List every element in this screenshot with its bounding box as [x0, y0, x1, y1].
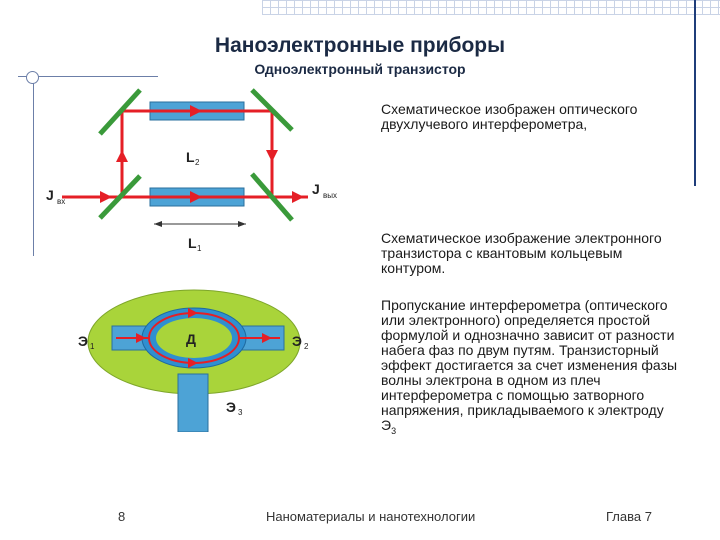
mirror-top-right — [250, 88, 294, 132]
label-d: Д — [186, 331, 196, 347]
label-l1-sub: 1 — [197, 244, 202, 253]
text-explanation: Пропускание интерферометра (оптического … — [381, 298, 681, 439]
inner-disk — [156, 318, 232, 358]
left-accent-hline — [18, 76, 158, 77]
interferometer-diagram: J вх J вых L 2 L 1 — [46, 88, 337, 253]
label-e1-sub: 1 — [90, 342, 95, 351]
label-l2-sub: 2 — [195, 158, 200, 167]
header-grid-decoration — [262, 0, 720, 15]
label-l1: L — [188, 235, 197, 251]
left-accent-circle — [26, 71, 39, 84]
label-j-in: J — [46, 187, 54, 203]
label-e1: Э — [78, 333, 88, 349]
footer-page-number: 8 — [118, 509, 126, 524]
mirror-bottom-left — [98, 174, 142, 220]
text-interferometer-caption: Схематическое изображен оптического двух… — [381, 101, 638, 132]
ring-transistor-diagram: Д Э 1 Э 2 Э 3 — [78, 289, 309, 432]
label-e3: Э — [226, 399, 236, 415]
mirror-bottom-right — [250, 172, 294, 222]
text-explanation-subscript: 3 — [391, 425, 397, 436]
label-j-in-sub: вх — [57, 197, 65, 206]
footer-chapter: Глава 7 — [606, 509, 652, 524]
electron-arrows — [136, 308, 272, 368]
label-l2: L — [186, 149, 195, 165]
slide-subtitle: Одноэлектронный транзистор — [254, 61, 466, 77]
mirror-top-left — [98, 88, 142, 136]
footer-course: Наноматериалы и нанотехнологии — [266, 509, 476, 524]
beam-arrows — [100, 105, 304, 203]
label-j-out-sub: вых — [323, 191, 337, 200]
left-accent-vline — [33, 76, 34, 256]
mirrors — [98, 88, 294, 222]
text-transistor-caption: Схематическое изображение электронного т… — [381, 230, 662, 276]
right-accent-line — [694, 0, 696, 186]
label-e2: Э — [292, 333, 302, 349]
label-e3-sub: 3 — [238, 408, 243, 417]
label-e2-sub: 2 — [304, 342, 309, 351]
text-explanation-body: Пропускание интерферометра (оптического … — [381, 297, 678, 433]
label-j-out: J — [312, 181, 320, 197]
electrode-e3 — [177, 373, 209, 432]
l1-dimension — [154, 221, 246, 227]
slide-title: Наноэлектронные приборы — [214, 34, 506, 57]
